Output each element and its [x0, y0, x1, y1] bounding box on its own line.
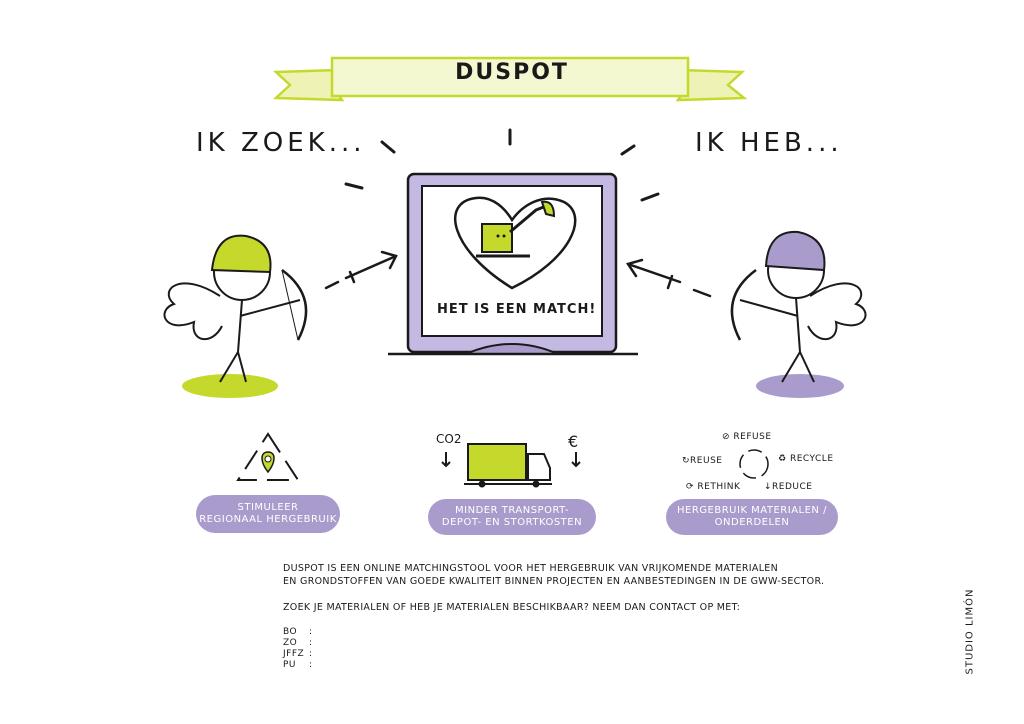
cycle-rethink-label: ⟳ RETHINK	[686, 482, 741, 492]
cupid-left-figure	[163, 234, 308, 398]
studio-credit: STUDIO LIMÓN	[964, 588, 976, 675]
description-paragraph: DUSPOT IS EEN ONLINE MATCHINGSTOOL VOOR …	[283, 562, 883, 614]
recycle-icon: ♻	[778, 454, 787, 464]
arrow-right-icon	[324, 250, 398, 290]
co2-label: CO2	[436, 432, 462, 446]
benefit-pill-regional: STIMULEER REGIONAAL HERGEBRUIK	[196, 495, 340, 533]
arrow-down-icon: ↓	[764, 482, 773, 492]
rethink-icon: ⟳	[686, 482, 695, 492]
no-entry-icon: ⊘	[722, 432, 731, 442]
arrow-left-icon	[626, 258, 712, 298]
match-caption: HET IS EEN MATCH!	[437, 302, 597, 317]
contact-list: BO: ZO: JFFZ: PU:	[283, 627, 313, 671]
cycle-reduce-label: ↓REDUCE	[764, 482, 813, 492]
euro-label: €	[568, 432, 579, 451]
recycle-triangle-icon	[236, 432, 300, 481]
contact-row: ZO:	[283, 638, 313, 648]
monitor-scene	[163, 128, 867, 398]
contact-row: PU:	[283, 660, 313, 670]
right-heading: IK HEB...	[695, 128, 843, 158]
cycle-recycle-label: ♻ RECYCLE	[778, 454, 834, 464]
cupid-right-figure	[730, 230, 867, 398]
banner-ribbon	[272, 56, 748, 102]
left-heading: IK ZOEK...	[196, 128, 366, 158]
benefit-pill-reuse: HERGEBRUIK MATERIALEN / ONDERDELEN	[666, 499, 838, 535]
heart-icon	[453, 196, 577, 290]
description-line-2: EN GRONDSTOFFEN VAN GOEDE KWALITEIT BINN…	[283, 576, 825, 587]
excavator-icon	[476, 200, 556, 258]
contact-row: JFFZ:	[283, 649, 313, 659]
banner-title: DUSPOT	[455, 60, 569, 85]
monitor	[388, 172, 638, 356]
truck-icon	[441, 443, 581, 488]
cycle-arrows-icon	[739, 449, 769, 479]
benefit-pill-transport: MINDER TRANSPORT- DEPOT- EN STORTKOSTEN	[428, 499, 596, 535]
burst-rays	[344, 128, 660, 202]
description-line-3: ZOEK JE MATERIALEN OF HEB JE MATERIALEN …	[283, 602, 741, 613]
contact-row: BO:	[283, 627, 313, 637]
reuse-icon: ↻	[682, 456, 691, 466]
cycle-reuse-label: ↻REUSE	[682, 456, 723, 466]
cycle-refuse-label: ⊘ REFUSE	[722, 432, 772, 442]
description-line-1: DUSPOT IS EEN ONLINE MATCHINGSTOOL VOOR …	[283, 563, 778, 574]
